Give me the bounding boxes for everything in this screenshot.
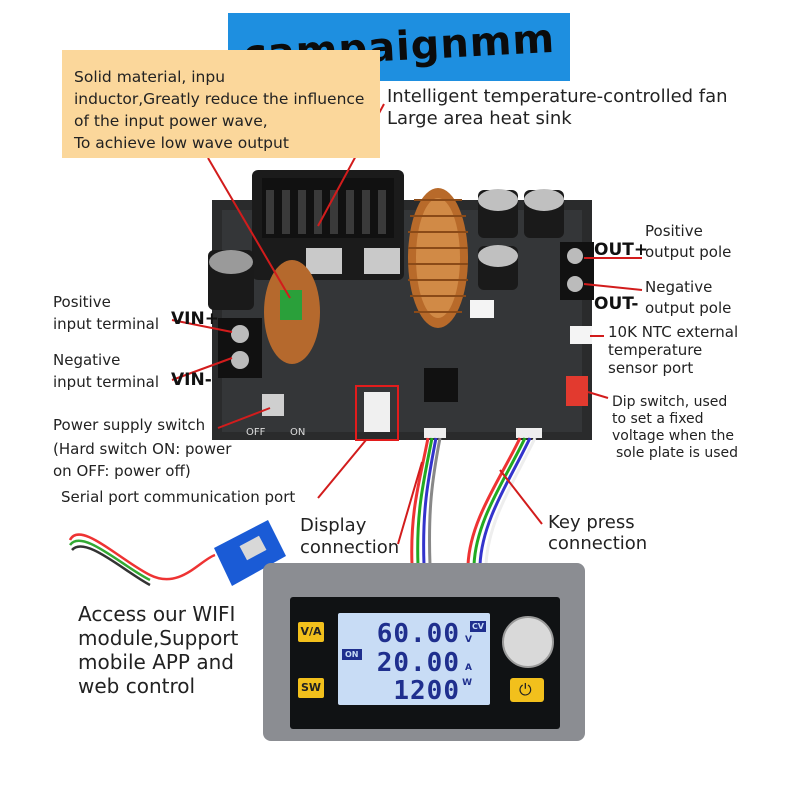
negative-input-line-1: Negative [53,351,121,369]
board-on-text: ON [290,427,306,438]
power-switch-line-1: Power supply switch [53,416,206,434]
dip-switch [566,376,588,406]
negative-output-line-1: Negative [645,278,713,296]
fan-label-line-1: Intelligent temperature-controlled fan [387,86,728,107]
inductor-feature-box: Solid material, inpu inductor,Greatly re… [62,50,380,158]
vin-plus-label: VIN+ [171,309,219,329]
key-connector [516,428,542,438]
wifi-description: Access our WIFI module,Support mobile AP… [78,602,238,698]
unit-v: V [465,635,472,645]
dip-line-2: to set a fixed [612,411,704,427]
wifi-line-2: module,Support [78,626,239,650]
cv-badge: CV [469,621,486,632]
on-badge: ON [342,649,362,660]
voltage-readout: 60.00 [376,619,460,649]
rotary-encoder-knob[interactable] [502,616,554,668]
key-cable [466,437,537,566]
feature-line-4: To achieve low wave output [74,134,289,152]
red-highlight [355,385,399,441]
wifi-line-3: mobile APP and [78,650,234,674]
va-button[interactable]: V/A [298,622,324,642]
unit-a: A [465,663,472,673]
feature-line-1: Solid material, inpu [74,68,226,86]
key-connection-line-1: Key press [548,512,635,533]
positive-output-line-1: Positive [645,222,703,240]
positive-input-line-2: input terminal [53,315,160,333]
unit-w: W [462,678,472,688]
display-connector [424,428,446,438]
ntc-connector [570,326,592,344]
key-connection-line-2: connection [548,533,648,554]
output-terminals [560,242,594,300]
serial-port-header [364,392,390,432]
negative-output-line-2: output pole [645,299,732,317]
power-switch-line-2: (Hard switch ON: power [53,440,232,458]
wifi-line-1: Access our WIFI [78,602,236,626]
display-cable [410,437,442,566]
display-connection-line-2: connection [300,537,400,558]
power-switch-line-3: on OFF: power off) [53,462,191,480]
input-inductor [264,260,320,364]
ntc-line-1: 10K NTC external [608,323,739,341]
capacitors [208,189,564,310]
display-connection-line-1: Display [300,515,367,536]
negative-input-line-2: input terminal [53,373,160,391]
fan-heatsink [252,170,404,280]
out-plus-label: OUT+ [594,240,649,260]
positive-input-line-1: Positive [53,293,111,311]
ntc-line-2: temperature [608,341,703,359]
sw-button[interactable]: SW [298,678,324,698]
board-off-text: OFF [246,427,266,438]
fan-connector [470,300,494,318]
dip-line-1: Dip switch, used [612,394,728,410]
mcu-chip [424,368,458,402]
toroid-inductor [408,188,468,328]
current-readout: 20.00 [376,648,460,678]
power-readout: 1200 [393,676,460,706]
power-switch [262,394,284,416]
feature-line-2: inductor,Greatly reduce the influence [74,90,365,108]
input-terminals [218,318,262,378]
vin-minus-label: VIN- [171,370,212,390]
dip-line-3: voltage when the [612,428,734,444]
fan-label-line-2: Large area heat sink [387,108,572,129]
lcd-screen: ON 60.00 20.00 1200 CV V A W [338,613,490,705]
out-minus-label: OUT- [594,294,639,314]
dip-line-4: sole plate is used [616,445,739,461]
positive-output-line-2: output pole [645,243,732,261]
feature-line-3: of the input power wave, [74,112,268,130]
ntc-line-3: sensor port [608,359,694,377]
wifi-line-4: web control [78,674,196,698]
wifi-module [68,520,286,587]
power-icon: ⏻ [519,680,532,699]
serial-port-label: Serial port communication port [61,488,296,506]
power-button[interactable]: ⏻ [510,678,544,702]
